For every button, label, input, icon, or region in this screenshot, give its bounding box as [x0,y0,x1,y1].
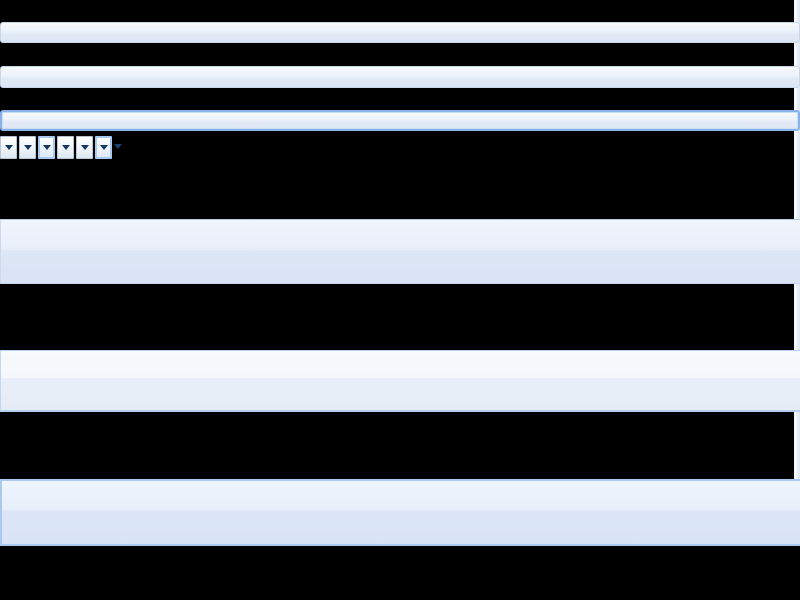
panel-band-1-bottom-half [1,250,800,283]
dropdown-button-row [0,136,112,159]
dropdown-arrow-icon [4,145,13,150]
dropdown-button-6[interactable] [95,136,112,159]
panel-band-3-bottom-half [2,509,800,544]
panel-band-2-bottom-half [1,377,800,410]
panel-band-2[interactable] [0,350,800,412]
dropdown-arrow-icon [80,145,89,150]
dropdown-arrow-icon [23,145,32,150]
dropdown-arrow-icon [42,145,51,150]
panel-band-3[interactable] [0,479,800,546]
dropdown-arrow-icon [99,145,108,150]
panel-band-2-top-half [1,351,800,378]
overflow-dropdown-arrow-icon[interactable] [114,144,122,149]
toolbar-strip-1[interactable] [0,22,800,43]
panel-band-3-top-half [2,481,800,510]
dropdown-button-2[interactable] [19,136,36,159]
dropdown-button-4[interactable] [57,136,74,159]
dropdown-button-3[interactable] [38,136,55,159]
toolbar-strip-3-focused[interactable] [0,110,800,131]
panel-band-1-top-half [1,220,800,251]
dropdown-arrow-icon [61,145,70,150]
panel-band-1[interactable] [0,219,800,284]
toolbar-strip-2[interactable] [0,66,800,88]
dropdown-button-5[interactable] [76,136,93,159]
dropdown-button-1[interactable] [0,136,17,159]
